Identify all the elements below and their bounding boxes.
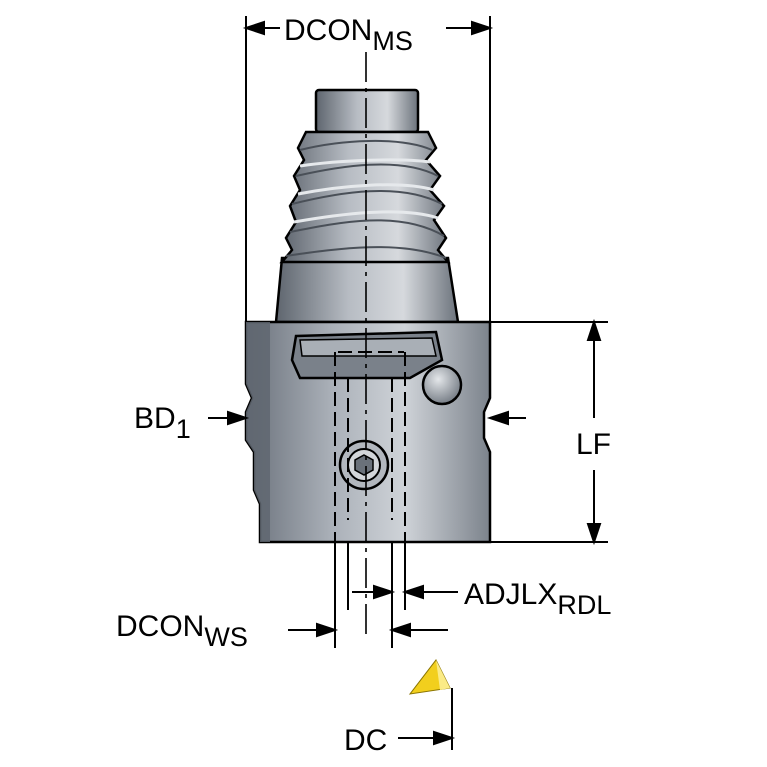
dim-lf xyxy=(490,318,608,546)
thread-helix xyxy=(285,140,447,259)
dim-dcon-ms xyxy=(242,16,494,322)
clamp-slot-inner xyxy=(299,337,437,357)
dim-dcon-ws xyxy=(288,622,448,638)
dim-dc xyxy=(398,688,456,750)
dim-bd1 xyxy=(208,410,526,426)
hex-socket xyxy=(354,454,374,476)
body-left-face xyxy=(246,322,270,542)
label-lf: LF xyxy=(576,428,611,461)
threaded-shank xyxy=(274,88,460,324)
insert xyxy=(408,659,451,695)
label-dc: DC xyxy=(344,724,387,757)
cutter-body xyxy=(244,320,492,544)
label-bd1: BD1 xyxy=(134,402,191,444)
label-dcon-ms: DCONMS xyxy=(284,14,413,56)
label-dcon-ws: DCONWS xyxy=(116,610,248,652)
label-adjlx-rdl: ADJLXRDL xyxy=(464,578,611,620)
shank-neck xyxy=(274,256,460,324)
locating-pin xyxy=(421,364,463,406)
hidden-bore-lines xyxy=(334,351,406,542)
shank-top xyxy=(314,88,420,134)
